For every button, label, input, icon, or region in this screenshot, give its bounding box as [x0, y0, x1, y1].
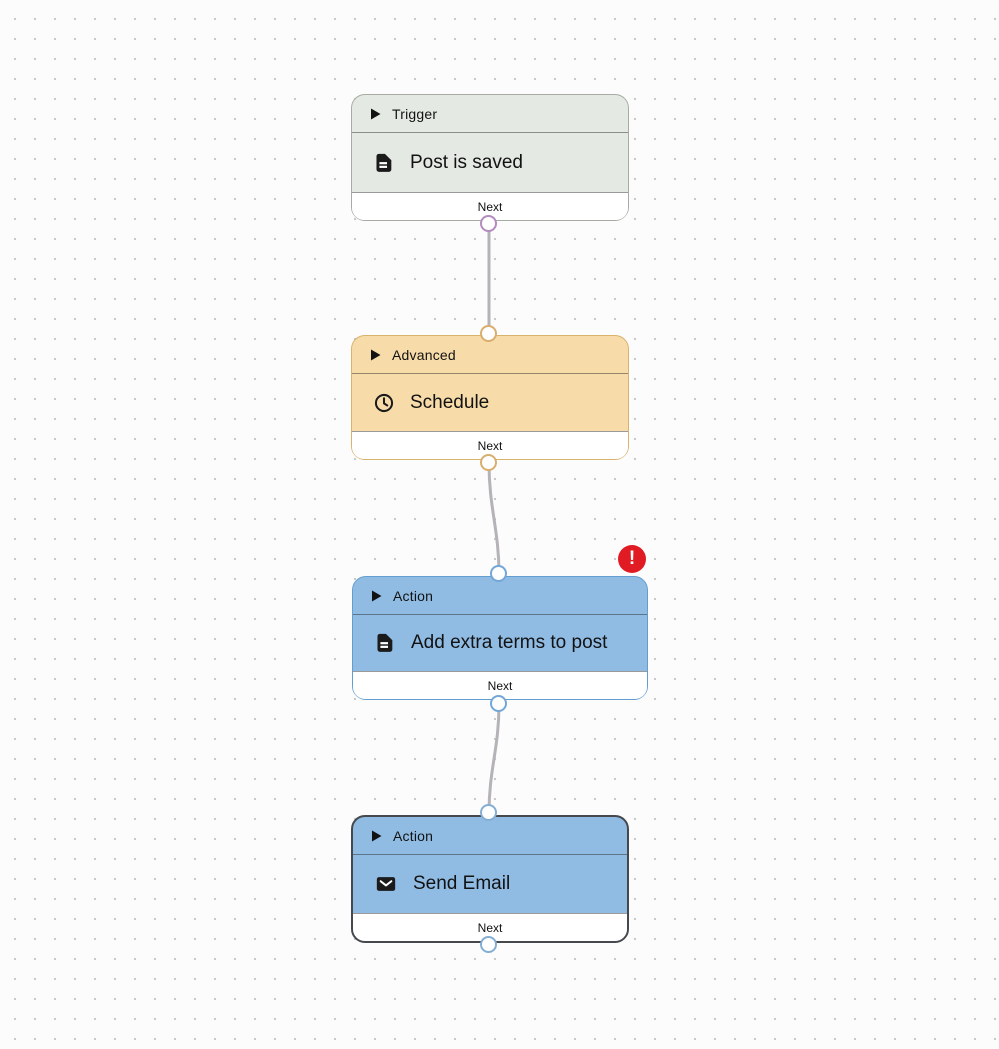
port-action2-in[interactable]: [480, 804, 497, 821]
error-badge-symbol: !: [628, 548, 636, 569]
port-trigger-out[interactable]: [480, 215, 497, 232]
collapse-caret-icon[interactable]: [372, 590, 382, 602]
node-header[interactable]: Action: [353, 577, 647, 615]
port-advanced-out[interactable]: [480, 454, 497, 471]
node-action-send-email[interactable]: Action Send Email Next: [351, 815, 629, 943]
port-action2-out[interactable]: [480, 936, 497, 953]
document-icon: [374, 632, 396, 654]
node-category-label: Advanced: [392, 346, 456, 363]
edge-action1-to-action2[interactable]: [487, 702, 501, 815]
node-header[interactable]: Advanced: [352, 336, 628, 374]
port-action1-in[interactable]: [490, 565, 507, 582]
node-category-label: Action: [393, 587, 434, 604]
node-title: Post is saved: [410, 151, 523, 173]
node-trigger[interactable]: Trigger Post is saved Next: [351, 94, 629, 221]
node-action-add-extra-terms[interactable]: Action Add extra terms to post Next: [352, 576, 648, 700]
node-advanced[interactable]: Advanced Schedule Next: [351, 335, 629, 460]
node-body[interactable]: Send Email: [353, 855, 627, 913]
node-title: Add extra terms to post: [411, 632, 608, 653]
node-footer: Next: [352, 431, 628, 459]
collapse-caret-icon[interactable]: [372, 830, 382, 842]
collapse-caret-icon[interactable]: [371, 349, 381, 361]
port-advanced-in[interactable]: [480, 325, 497, 342]
node-header[interactable]: Action: [353, 817, 627, 855]
error-badge: !: [618, 545, 646, 573]
node-title: Send Email: [413, 873, 511, 894]
node-title: Schedule: [410, 391, 490, 413]
next-port-label: Next: [477, 438, 503, 453]
next-port-label: Next: [487, 678, 513, 693]
node-footer: Next: [352, 192, 628, 220]
edge-advanced-to-action1[interactable]: [487, 461, 501, 576]
port-action1-out[interactable]: [490, 695, 507, 712]
node-footer: Next: [353, 671, 647, 699]
node-body[interactable]: Add extra terms to post: [353, 615, 647, 671]
document-icon: [373, 152, 395, 174]
node-header[interactable]: Trigger: [352, 95, 628, 133]
clock-icon: [373, 392, 395, 414]
collapse-caret-icon[interactable]: [371, 108, 381, 120]
node-body[interactable]: Post is saved: [352, 133, 628, 192]
node-category-label: Trigger: [392, 105, 438, 122]
node-category-label: Action: [393, 827, 434, 844]
next-port-label: Next: [477, 920, 503, 935]
next-port-label: Next: [477, 199, 503, 214]
node-body[interactable]: Schedule: [352, 374, 628, 431]
mail-icon: [374, 873, 398, 895]
